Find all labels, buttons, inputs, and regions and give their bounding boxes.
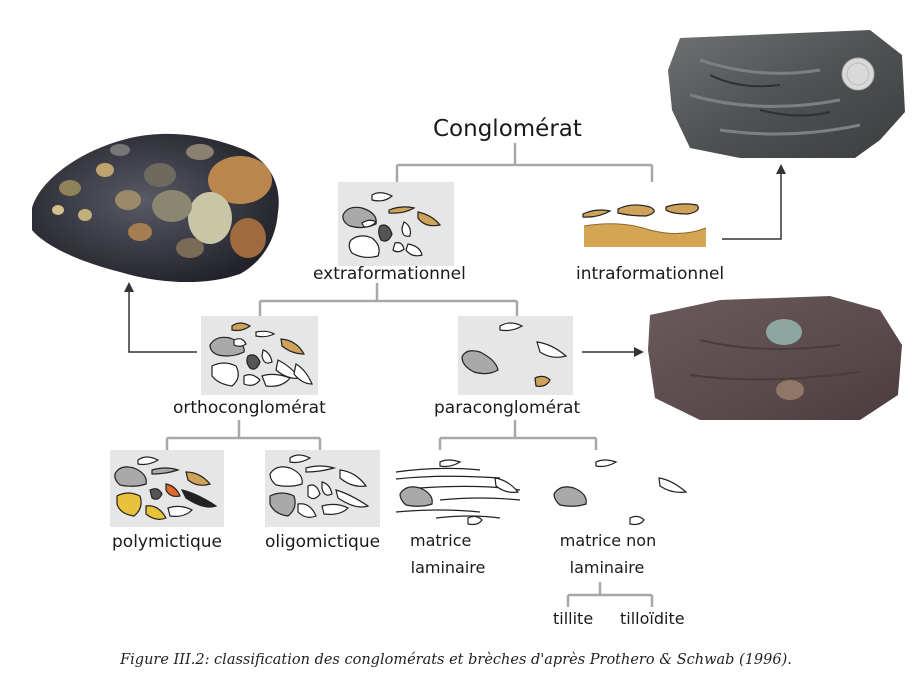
node-tillite: tillite: [553, 609, 594, 628]
arrow-to-conglomerate-photo: [124, 282, 197, 353]
nonlaminar-matrix-sketch: [553, 459, 688, 526]
conglomerate-rock-photo: [32, 133, 279, 283]
polymictic-clast-panel: [110, 450, 224, 527]
node-matrice-laminaire-line1: matrice: [410, 531, 472, 550]
paraconglomerate-rock-photo: [648, 296, 902, 420]
intraformational-clast-panel: [582, 203, 707, 247]
node-tilloidite: tilloïdite: [620, 609, 685, 628]
node-matrice-non-laminaire-line1: matrice non: [559, 531, 657, 550]
laminar-matrix-sketch: [395, 459, 521, 526]
arrows: [124, 164, 786, 357]
node-conglomerat: Conglomérat: [433, 116, 582, 142]
oligomictic-clast-panel: [265, 450, 380, 527]
node-paraconglomerat: paraconglomérat: [434, 398, 581, 418]
intraformational-rock-photo: [668, 30, 905, 158]
orthoconglomerate-clast-panel: [201, 316, 318, 395]
node-matrice-laminaire-line2: laminaire: [410, 558, 486, 577]
paraconglomerate-clast-panel: [458, 316, 573, 395]
extraformational-clast-panel: [338, 182, 454, 266]
tree-connectors: [165, 143, 654, 607]
figure-caption: Figure III.2: classification des conglom…: [120, 652, 792, 668]
node-orthoconglomerat: orthoconglomérat: [173, 398, 326, 418]
node-matrice-non-laminaire-line2: laminaire: [569, 558, 645, 577]
node-extraformationnel: extraformationnel: [313, 264, 466, 284]
arrow-to-intraformational-photo: [722, 164, 786, 240]
node-polymictique: polymictique: [112, 532, 223, 552]
node-oligomictique: oligomictique: [265, 532, 381, 552]
node-intraformationnel: intraformationnel: [576, 264, 725, 284]
